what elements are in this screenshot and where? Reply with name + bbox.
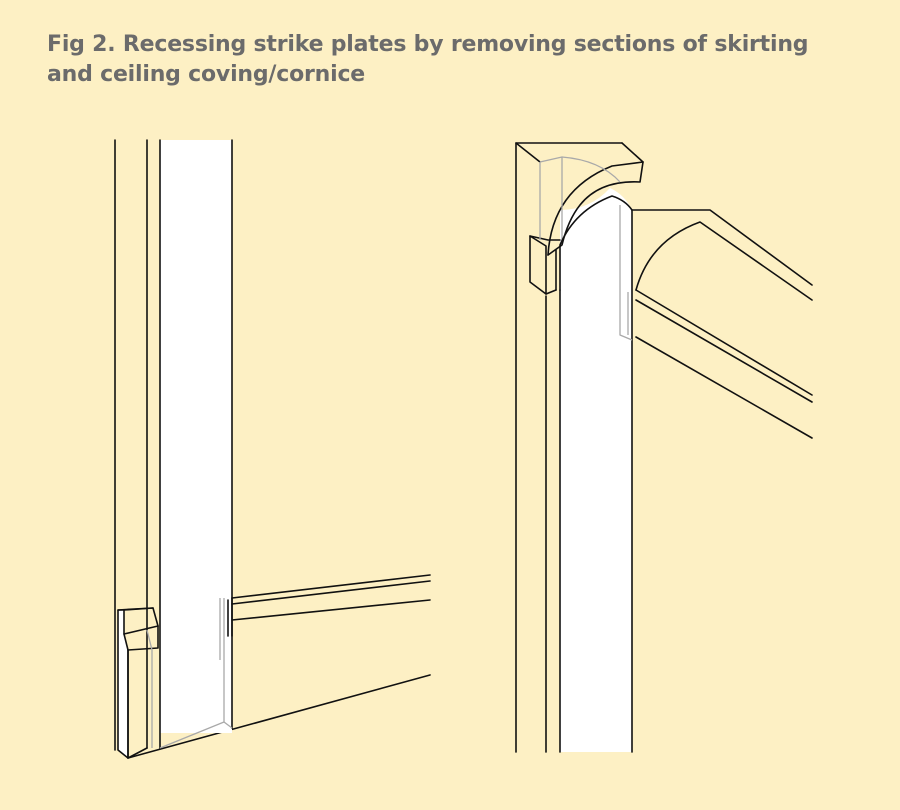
hidden-skirting-lines	[146, 598, 233, 749]
coving-run-right	[627, 209, 813, 439]
skirting-cut-section-left	[117, 607, 159, 759]
figure-title: Fig 2. Recessing strike plates by removi…	[47, 30, 867, 90]
skirting-board-right	[227, 574, 431, 637]
door-frame-left	[127, 139, 233, 759]
coving-detail	[515, 142, 813, 753]
skirting-detail	[114, 139, 431, 759]
figure-title-line-1: Fig 2. Recessing strike plates by removi…	[47, 32, 809, 57]
door-frame-right	[545, 195, 633, 753]
figure-title-line-2: and ceiling coving/cornice	[47, 62, 366, 87]
floor-line	[127, 674, 431, 759]
